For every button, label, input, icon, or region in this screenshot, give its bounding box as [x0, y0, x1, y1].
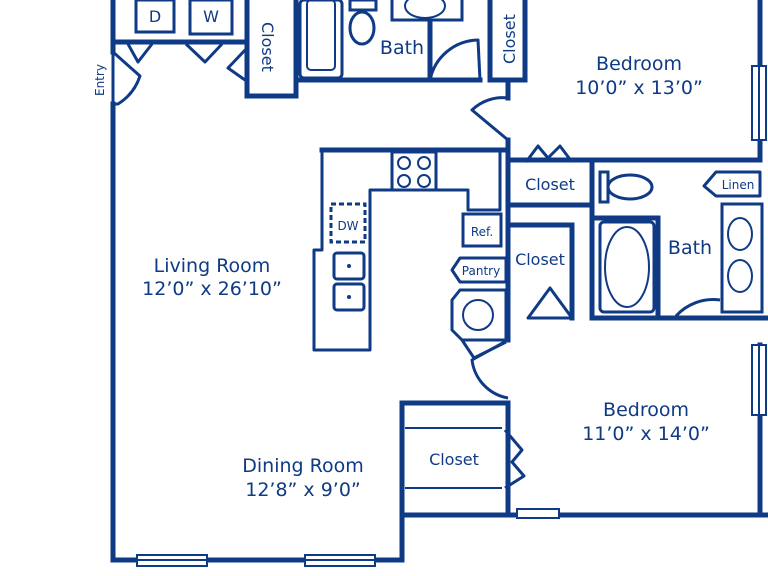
entry-door-swing	[111, 50, 142, 106]
bath2-walls	[589, 157, 768, 321]
refrigerator	[461, 212, 503, 248]
closet-top-label: Closet	[258, 22, 277, 72]
pantry	[450, 256, 508, 284]
dining-closet-label: Closet	[429, 450, 479, 469]
bedroom1-name: Bedroom	[596, 53, 682, 75]
dishwasher-label: DW	[337, 219, 358, 233]
dining-closet-door	[503, 429, 526, 490]
bath2-sink-top	[727, 217, 753, 251]
bath1-tub	[298, 0, 344, 80]
kitchen-counter	[312, 150, 502, 352]
dryer-label: D	[149, 7, 161, 26]
closet-top: Closet	[226, 22, 277, 82]
bath1-label: Bath	[380, 37, 424, 59]
laundry: D W	[126, 0, 234, 64]
bedroom2-dims: 11’0” x 14’0”	[582, 423, 710, 445]
bedroom1-door	[470, 96, 509, 142]
dining-closet-walls	[399, 400, 511, 518]
dishwasher	[329, 202, 367, 244]
linen-closet	[702, 170, 762, 198]
entry-door: Entry	[93, 50, 142, 106]
bath2-toilet	[606, 173, 654, 201]
water-heater	[462, 299, 494, 331]
kitchen: DW Ref. Pantry	[312, 147, 511, 360]
dining-room-name: Dining Room	[242, 455, 363, 477]
refrigerator-label: Ref.	[471, 225, 493, 239]
laundry-door-left	[126, 43, 154, 64]
bath2-label: Bath	[668, 237, 712, 259]
bedroom2: Bedroom 11’0” x 14’0”	[470, 338, 710, 445]
bedroom2-door	[470, 338, 509, 400]
window-bedroom2-bottom	[516, 508, 560, 519]
bedroom2-name: Bedroom	[603, 399, 689, 421]
middle-closets: Closet Closet	[505, 144, 595, 343]
pantry-label: Pantry	[462, 264, 500, 278]
bottom-wall	[110, 512, 768, 563]
closet-mid-door	[526, 286, 574, 320]
bath1-door	[428, 38, 482, 81]
bath2-door	[674, 298, 721, 318]
bath1: Bath Closet	[298, 0, 519, 81]
linen-label: Linen	[722, 178, 755, 192]
bedroom1: Bedroom 10’0” x 13’0”	[470, 53, 703, 142]
utility-closet	[450, 288, 508, 342]
dining-closet: Closet	[399, 400, 526, 518]
dryer	[134, 0, 176, 34]
closet-upper-door	[524, 144, 574, 163]
closet-upper-label: Closet	[525, 175, 575, 194]
bath1-sink	[404, 0, 446, 19]
bath2-sink-bottom	[727, 259, 753, 293]
laundry-door-right	[184, 42, 224, 64]
bath2-tub	[598, 220, 656, 314]
dining-room: Dining Room 12’8” x 9’0”	[242, 455, 363, 501]
bath2: Linen Bath	[589, 157, 768, 321]
windows	[136, 65, 767, 567]
closet-mid-walls	[505, 202, 575, 343]
bath2-vanity	[720, 202, 764, 314]
living-room-name: Living Room	[154, 255, 271, 277]
washer	[188, 0, 234, 36]
closet-top-door	[226, 46, 249, 82]
washer-label: W	[203, 7, 219, 26]
utility-door	[460, 339, 507, 360]
bath1-toilet	[348, 10, 376, 46]
bath2-tub-wall	[592, 215, 661, 319]
living-room-dims: 12’0” x 26’10”	[142, 278, 282, 300]
dining-room-dims: 12’8” x 9’0”	[245, 479, 361, 501]
bedroom1-dims: 10’0” x 13’0”	[575, 77, 703, 99]
living-room: Living Room 12’0” x 26’10”	[142, 255, 282, 300]
bath1-closet-label: Closet	[500, 14, 519, 64]
closet-mid-label: Closet	[515, 250, 565, 269]
entry-label: Entry	[93, 64, 107, 96]
